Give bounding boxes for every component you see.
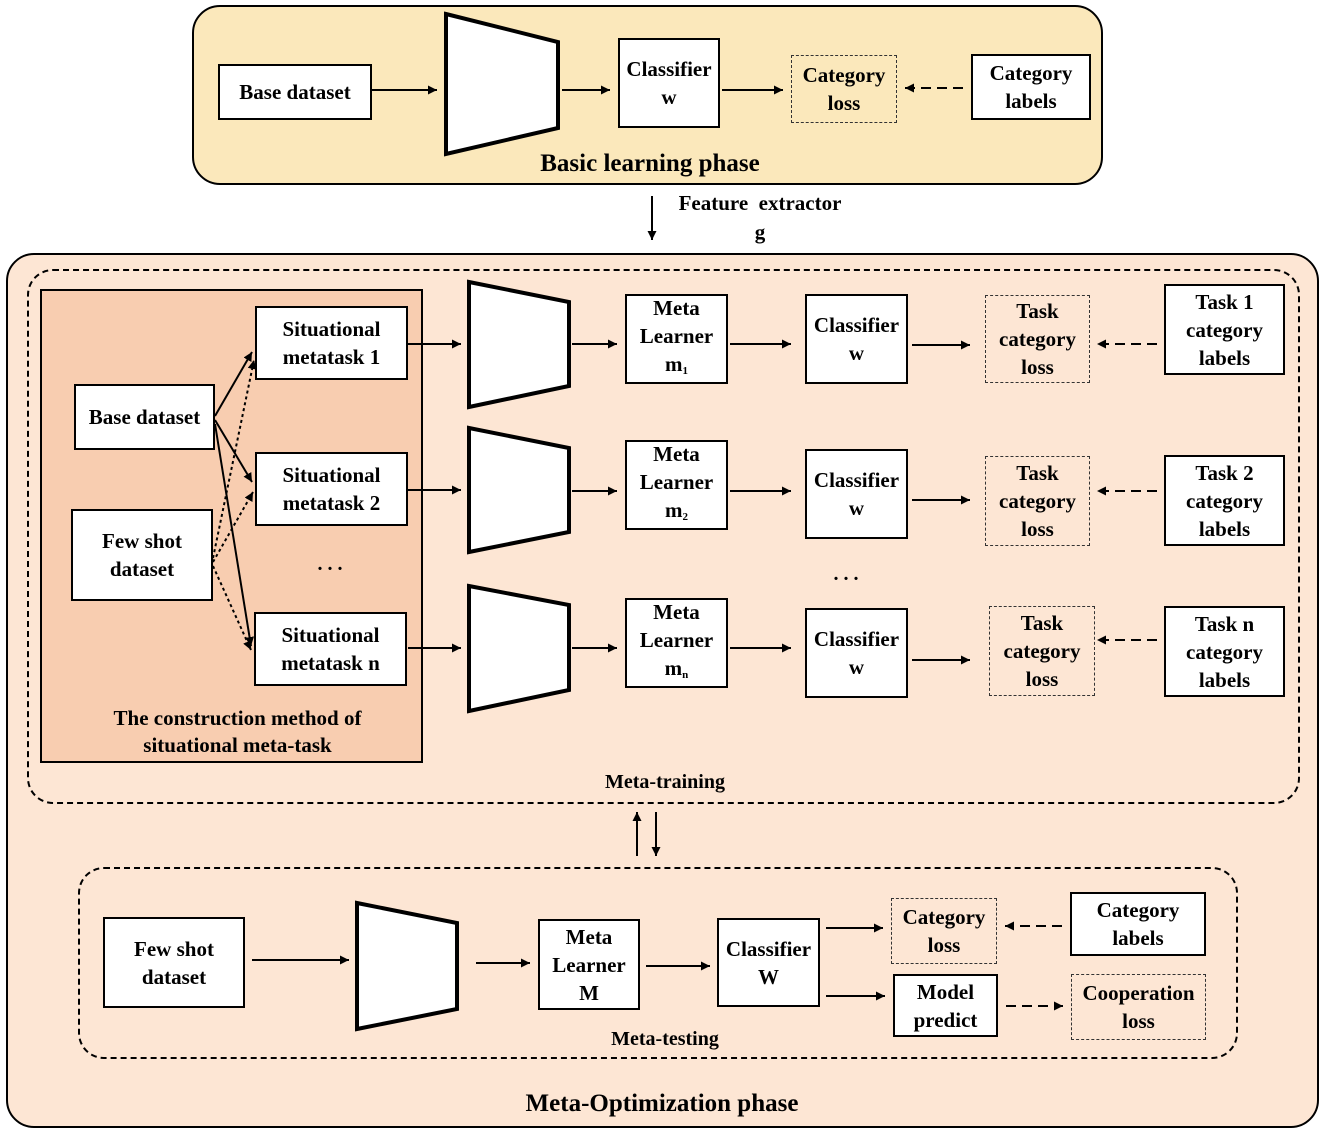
row2-feature-extractor-subscript: 2 <box>557 483 564 495</box>
testing-model-predict-box: Model predict <box>893 974 998 1037</box>
row1-classifier-box: Classifier w <box>805 294 908 384</box>
row1-feature-extractor-subscript: 1 <box>557 337 564 349</box>
transfer-label-line2: g <box>754 220 766 244</box>
row2-task-category-loss-box: Task category loss <box>985 456 1090 546</box>
meta-training-label: Meta-training <box>605 771 725 793</box>
row2-task-category-labels-box: Task 2 category labels <box>1164 455 1285 546</box>
basic-category-loss-box: Category loss <box>791 55 897 123</box>
basic-phase-title: Basic learning phase <box>540 150 760 177</box>
testing-classifier-box: Classifier W <box>717 918 820 1007</box>
construction-base-dataset-box: Base dataset <box>74 384 215 450</box>
rows-ellipsis: . . . <box>833 563 859 585</box>
basic-base-dataset-box: Base dataset <box>218 64 372 120</box>
meta-optimization-phase-title: Meta-Optimization phase <box>525 1090 799 1117</box>
rown-task-category-loss-box: Task category loss <box>989 606 1095 696</box>
rown-task-category-labels-box: Task n category labels <box>1164 606 1285 697</box>
situational-metatask-n-box: Situational metatask n <box>254 612 407 686</box>
testing-cooperation-loss-box: Cooperation loss <box>1071 974 1206 1040</box>
testing-feature-extractor-label: Feature extractor G <box>365 926 449 1006</box>
testing-meta-learner-box: Meta Learner M <box>538 919 640 1010</box>
testing-category-loss-box: Category loss <box>891 898 997 964</box>
row1-task-category-labels-box: Task 1 category labels <box>1164 284 1285 375</box>
basic-category-labels-box: Category labels <box>971 54 1091 120</box>
rown-classifier-box: Classifier w <box>805 608 908 698</box>
meta-testing-label: Meta-testing <box>611 1028 719 1050</box>
row1-meta-learner-subscript: 1 <box>682 364 688 377</box>
transfer-label-line1: Feature extractor <box>678 191 842 215</box>
rown-meta-learner-box: Meta Learner mn <box>625 598 728 688</box>
construction-method-caption: The construction method of situational m… <box>113 706 362 757</box>
situational-metatask-1-box: Situational metatask 1 <box>255 306 408 380</box>
meta-testing-group <box>78 867 1238 1059</box>
basic-feature-extractor-label: Feature extractor g <box>460 45 544 125</box>
basic-classifier-box: Classifier w <box>618 38 720 128</box>
situational-metatask-2-box: Situational metatask 2 <box>255 452 408 526</box>
row1-meta-learner-box: Meta Learner m1 <box>625 294 728 384</box>
construction-few-shot-dataset-box: Few shot dataset <box>71 509 213 601</box>
metatask-ellipsis: . . . <box>317 553 343 575</box>
row2-meta-learner-box: Meta Learner m2 <box>625 440 728 530</box>
testing-few-shot-dataset-box: Few shot dataset <box>103 917 245 1008</box>
testing-category-labels-box: Category labels <box>1070 892 1206 956</box>
rown-meta-learner-subscript: n <box>682 668 689 681</box>
row2-classifier-box: Classifier w <box>805 449 908 539</box>
meta-training-group <box>27 269 1300 804</box>
rown-feature-extractor-subscript: n <box>557 641 564 653</box>
row1-task-category-loss-box: Task category loss <box>985 295 1090 383</box>
row2-meta-learner-subscript: 2 <box>682 510 688 523</box>
